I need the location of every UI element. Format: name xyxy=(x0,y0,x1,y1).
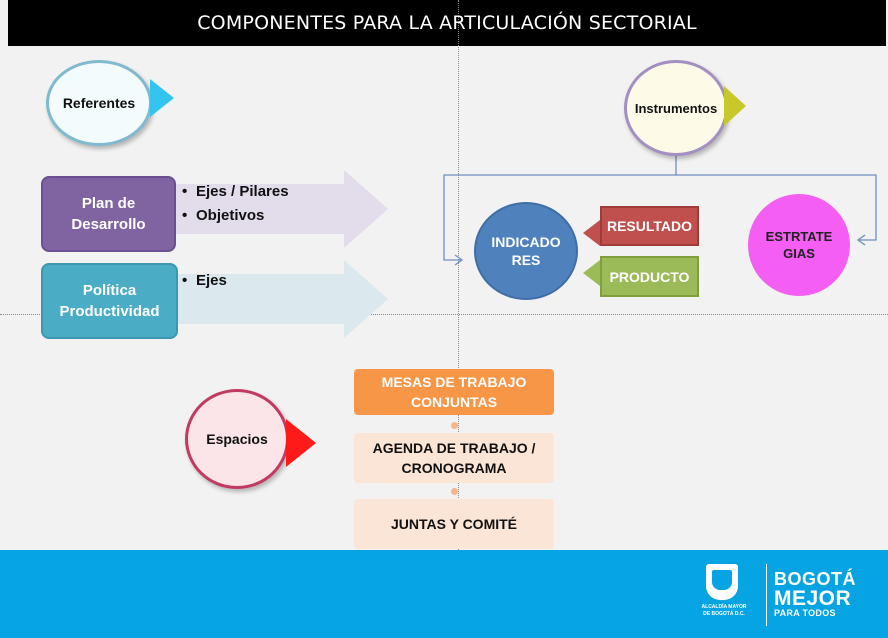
referentes-circle: Referentes xyxy=(46,60,152,146)
brand-line: BOGOTÁ xyxy=(774,569,856,589)
alcaldia-logo-text: ALCALDÍA MAYOR DE BOGOTÁ D.C. xyxy=(690,604,758,618)
step-label: AGENDA DE TRABAJO / CRONOGRAMA xyxy=(372,440,536,476)
alcaldia-line: DE BOGOTÁ D.C. xyxy=(703,611,745,617)
juntas-comite-box: JUNTAS Y COMITÉ xyxy=(354,499,554,549)
footer-band xyxy=(0,550,888,638)
politica-productividad-bullets: Ejes xyxy=(182,269,227,293)
instrumentos-circle: Instrumentos xyxy=(624,60,728,156)
instrumentos-label: Instrumentos xyxy=(634,100,718,116)
plan-desarrollo-bullets: Ejes / Pilares Objetivos xyxy=(182,180,289,228)
bullet-item: Ejes / Pilares xyxy=(182,180,289,204)
agenda-trabajo-box: AGENDA DE TRABAJO / CRONOGRAMA xyxy=(354,433,554,483)
indicadores-label: INDICADO RES xyxy=(491,234,561,268)
instrumentos-pointer-icon xyxy=(724,86,746,126)
mesas-trabajo-box: MESAS DE TRABAJO CONJUNTAS xyxy=(354,369,554,415)
plan-desarrollo-label: Plan de Desarrollo xyxy=(71,195,146,233)
instrumentos-connector-lines xyxy=(443,156,877,266)
connector-dot xyxy=(451,488,458,495)
politica-productividad-label: Política Productividad xyxy=(59,282,160,320)
alcaldia-line: ALCALDÍA MAYOR xyxy=(701,604,747,610)
bogota-mejor-logo: BOGOTÁ MEJOR PARA TODOS xyxy=(774,570,856,618)
espacios-pointer-icon xyxy=(286,419,316,467)
espacios-label: Espacios xyxy=(206,431,268,447)
resultado-box: RESULTADO xyxy=(600,206,699,246)
horizontal-guide-line xyxy=(0,314,888,315)
step-label: MESAS DE TRABAJO CONJUNTAS xyxy=(381,374,527,410)
referentes-label: Referentes xyxy=(62,95,136,111)
connector-dot xyxy=(451,422,458,429)
brand-line: PARA TODOS xyxy=(774,608,836,618)
producto-box: PRODUCTO xyxy=(600,256,699,297)
slide-title: COMPONENTES PARA LA ARTICULACIÓN SECTORI… xyxy=(8,0,886,46)
producto-label: PRODUCTO xyxy=(609,268,690,285)
step-label: JUNTAS Y COMITÉ xyxy=(390,516,518,532)
brand-line: MEJOR xyxy=(774,587,852,610)
espacios-circle: Espacios xyxy=(185,389,289,489)
estrategias-circle: ESTRTATE GIAS xyxy=(748,194,850,296)
vertical-guide-line xyxy=(458,0,459,550)
resultado-label: RESULTADO xyxy=(606,218,693,234)
indicadores-circle: INDICADO RES xyxy=(474,202,578,300)
plan-desarrollo-box: Plan de Desarrollo xyxy=(41,176,176,252)
footer-logos: ALCALDÍA MAYOR DE BOGOTÁ D.C. BOGOTÁ MEJ… xyxy=(690,560,870,632)
politica-productividad-box: Política Productividad xyxy=(41,263,178,339)
logo-separator xyxy=(766,564,767,626)
producto-pointer-icon xyxy=(583,260,600,286)
resultado-pointer-icon xyxy=(583,220,600,246)
referentes-pointer-icon xyxy=(150,79,174,117)
bullet-item: Ejes xyxy=(182,269,227,293)
coat-of-arms-icon xyxy=(706,564,738,600)
estrategias-label: ESTRTATE GIAS xyxy=(765,229,833,261)
bullet-item: Objetivos xyxy=(182,204,289,228)
